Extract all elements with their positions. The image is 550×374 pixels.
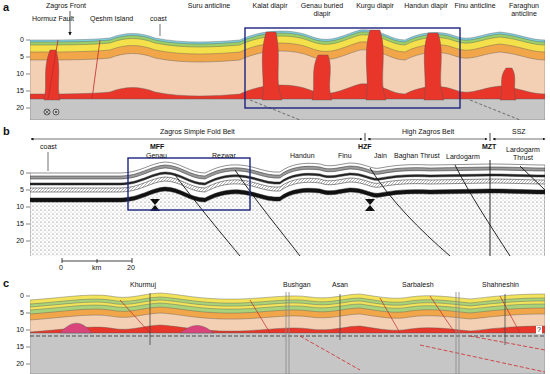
panel-letter: b <box>3 125 10 137</box>
well-label: Bushgan <box>283 281 311 289</box>
depth-number: 15 <box>4 220 24 228</box>
place-label: coast <box>150 15 167 23</box>
depth-number: 20 <box>4 360 24 368</box>
depth-number: 15 <box>4 87 24 95</box>
zone-label: High Zagros Belt <box>402 128 454 136</box>
query-mark: ? <box>536 326 542 334</box>
structure-label: Kalat diapir <box>250 2 290 10</box>
depth-number: 10 <box>4 70 24 78</box>
structure-label: Finu <box>338 152 352 160</box>
fault-label: Lardogarm Thrust <box>502 146 544 162</box>
structure-label: Zagros Front <box>46 2 86 10</box>
structure-label: Kurgu diapir <box>354 2 396 10</box>
scale-number: 20 <box>127 264 135 272</box>
structure-label: Genau buried diapir <box>296 2 348 18</box>
well-label: Khurmuj <box>130 281 156 289</box>
structure-label: Faraghun anticline <box>502 2 546 18</box>
depth-number: 20 <box>4 237 24 245</box>
scale-number: 0 <box>59 264 63 272</box>
depth-number: 5 <box>4 309 24 317</box>
depth-number: 5 <box>4 53 24 61</box>
fault-label: Baghan Thrust <box>394 152 440 160</box>
depth-number: 15 <box>4 343 24 351</box>
structure-label: Suru anticline <box>186 2 232 10</box>
place-label: Qeshm Island <box>90 15 133 23</box>
structure-label: Handun diapir <box>404 2 448 10</box>
structure-label: Lardogarm <box>446 153 480 161</box>
fault-label: HZF <box>358 143 372 151</box>
zone-label: Zagros Simple Fold Belt <box>160 128 235 136</box>
depth-number: 0 <box>4 169 24 177</box>
structure-label: Handun <box>290 152 315 160</box>
place-label: coast <box>40 143 57 151</box>
panel-letter: c <box>3 277 9 289</box>
well-label: Shahneshin <box>482 281 519 289</box>
scale-unit: km <box>92 264 101 272</box>
fault-label: Hormuz Fault <box>32 15 74 23</box>
depth-number: 20 <box>4 104 24 112</box>
well-label: Asan <box>332 281 348 289</box>
zone-label: SSZ <box>512 128 526 136</box>
structure-label: Genau <box>146 152 167 160</box>
structure-label: Rezwar <box>212 152 236 160</box>
depth-number: 0 <box>4 36 24 44</box>
fault-label: MFF <box>150 143 164 151</box>
structure-label: Jain <box>374 152 387 160</box>
depth-number: 10 <box>4 203 24 211</box>
depth-number: 5 <box>4 186 24 194</box>
panel-letter: a <box>3 1 9 13</box>
structure-label: Finu anticline <box>452 2 498 10</box>
fault-label: MZT <box>482 143 496 151</box>
depth-number: 0 <box>4 292 24 300</box>
well-label: Sarbalesh <box>402 281 434 289</box>
depth-number: 10 <box>4 326 24 334</box>
